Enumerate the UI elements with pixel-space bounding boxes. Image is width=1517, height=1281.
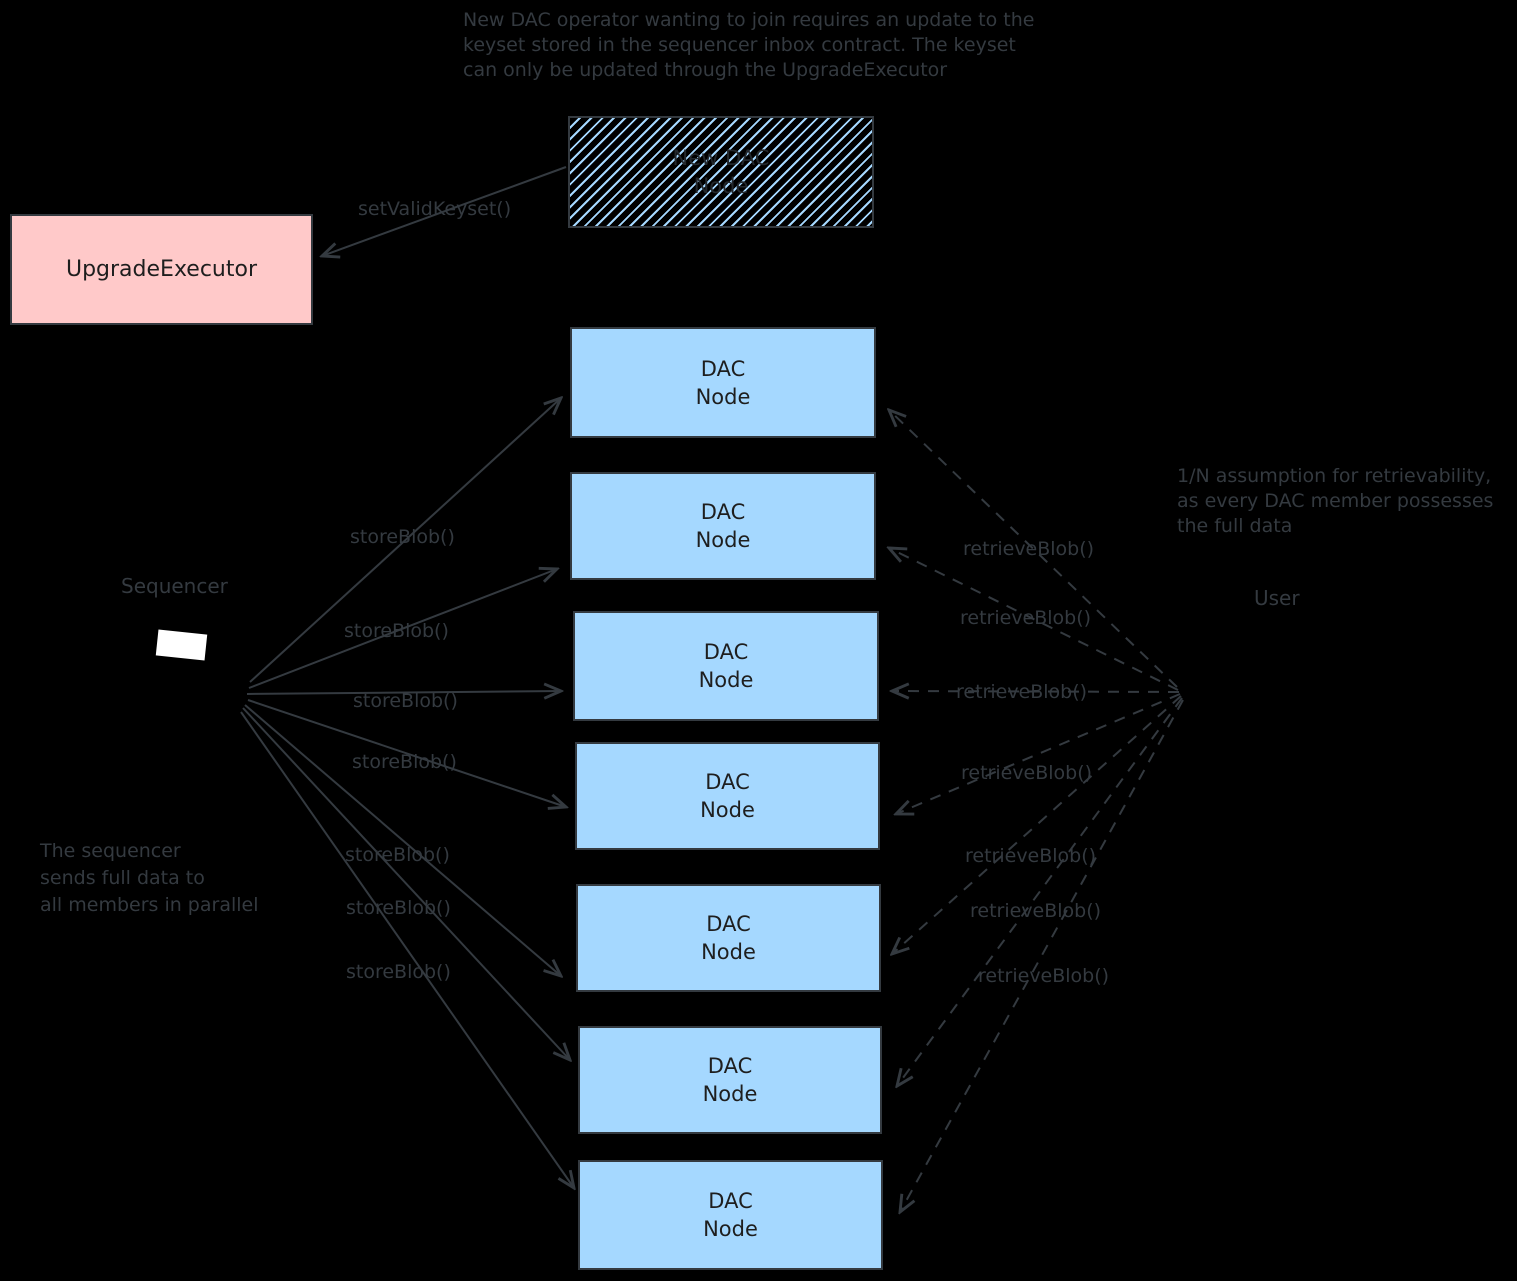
- retrieve-blob-label-7: retrieveBlob(): [978, 965, 1110, 987]
- set-valid-keyset-label: setValidKeyset(): [358, 198, 512, 220]
- sequencer-note: The sequencer sends full data to all mem…: [40, 838, 259, 919]
- store-blob-arrow: [246, 691, 561, 694]
- upgrade-executor-box: UpgradeExecutor: [10, 214, 313, 325]
- dac-node-label-line1: DAC: [706, 912, 751, 936]
- note-line: 1/N assumption for retrievability,: [1177, 465, 1492, 487]
- dac-node-label-line2: Node: [703, 1217, 758, 1241]
- dac-node-label-line2: Node: [695, 384, 751, 409]
- store-blob-label-7: storeBlob(): [346, 961, 451, 983]
- user-label: User: [1254, 586, 1300, 610]
- retrieve-blob-arrow: [896, 693, 1181, 814]
- set-valid-keyset-arrow: [322, 166, 567, 256]
- note-line: keyset stored in the sequencer inbox con…: [463, 34, 1016, 56]
- sequencer-label: Sequencer: [121, 574, 228, 598]
- retrieve-blob-arrow: [889, 410, 1178, 688]
- dac-node-box-7: DAC Node: [578, 1160, 883, 1270]
- sequencer-shape: [155, 629, 208, 661]
- store-blob-arrow: [240, 711, 574, 1188]
- store-blob-label-3: storeBlob(): [353, 690, 458, 712]
- upgrade-executor-label: UpgradeExecutor: [65, 256, 257, 282]
- dac-node-label-line2: Node: [698, 668, 754, 692]
- dac-node-label-line1: DAC: [708, 1189, 753, 1213]
- dac-node-box-3: DAC Node: [573, 611, 879, 721]
- dac-node-label-line1: DAC: [707, 1054, 753, 1078]
- dac-node-label-line2: Node: [700, 798, 755, 822]
- retrieve-blob-label-3: retrieveBlob(): [956, 681, 1088, 703]
- retrieve-blob-arrow: [892, 695, 1182, 954]
- dac-node-label-line1: DAC: [700, 356, 746, 381]
- dac-node-label-line2: Node: [701, 940, 756, 964]
- retrieve-blob-label-2: retrieveBlob(): [960, 607, 1092, 629]
- store-blob-label-4: storeBlob(): [352, 751, 457, 773]
- store-blob-arrow: [242, 707, 570, 1060]
- retrieve-blob-label-5: retrieveBlob(): [965, 845, 1097, 867]
- dac-node-box-6: DAC Node: [578, 1026, 882, 1134]
- note-line: sends full data to: [40, 867, 205, 889]
- note-line: New DAC operator wanting to join require…: [463, 9, 1035, 31]
- retrieve-blob-label-1: retrieveBlob(): [963, 538, 1095, 560]
- retrievability-note: 1/N assumption for retrievability, as ev…: [1177, 464, 1493, 539]
- new-dac-node-box: New DAC Node: [568, 116, 874, 228]
- note-line: as every DAC member possesses: [1177, 490, 1494, 512]
- dac-node-box-2: DAC Node: [570, 472, 876, 580]
- note-line: The sequencer: [40, 840, 181, 862]
- dac-node-label-line2: Node: [702, 1082, 758, 1106]
- store-blob-arrow: [249, 398, 561, 683]
- dac-node-box-5: DAC Node: [576, 884, 881, 992]
- dac-node-box-1: DAC Node: [570, 327, 876, 438]
- store-blob-label-2: storeBlob(): [344, 620, 449, 642]
- store-blob-label-1: storeBlob(): [350, 526, 455, 548]
- retrieve-blob-label-4: retrieveBlob(): [961, 762, 1093, 784]
- store-blob-label-5: storeBlob(): [345, 844, 450, 866]
- retrieve-blob-arrow: [900, 699, 1184, 1212]
- store-blob-arrow: [248, 569, 557, 689]
- retrieve-blob-arrow: [892, 691, 1180, 692]
- store-blob-arrow: [244, 704, 561, 976]
- note-line: can only be updated through the UpgradeE…: [463, 59, 948, 81]
- note-line: all members in parallel: [40, 894, 259, 916]
- new-dac-node-label-line2: Node: [693, 174, 749, 198]
- note-line: the full data: [1177, 515, 1293, 537]
- store-blob-label-6: storeBlob(): [346, 897, 451, 919]
- store-blob-arrow: [247, 699, 566, 807]
- dac-node-label-line1: DAC: [703, 640, 749, 664]
- keyset-update-note: New DAC operator wanting to join require…: [463, 8, 1034, 83]
- new-dac-node-label-line1: New DAC: [672, 146, 770, 170]
- dac-node-label-line2: Node: [695, 528, 751, 552]
- dac-node-label-line1: DAC: [705, 770, 750, 794]
- retrieve-blob-label-6: retrieveBlob(): [970, 900, 1102, 922]
- retrieve-blob-arrow: [897, 697, 1183, 1086]
- retrieve-blob-arrow: [889, 548, 1179, 691]
- dac-node-box-4: DAC Node: [575, 742, 880, 850]
- dac-node-label-line1: DAC: [700, 500, 746, 524]
